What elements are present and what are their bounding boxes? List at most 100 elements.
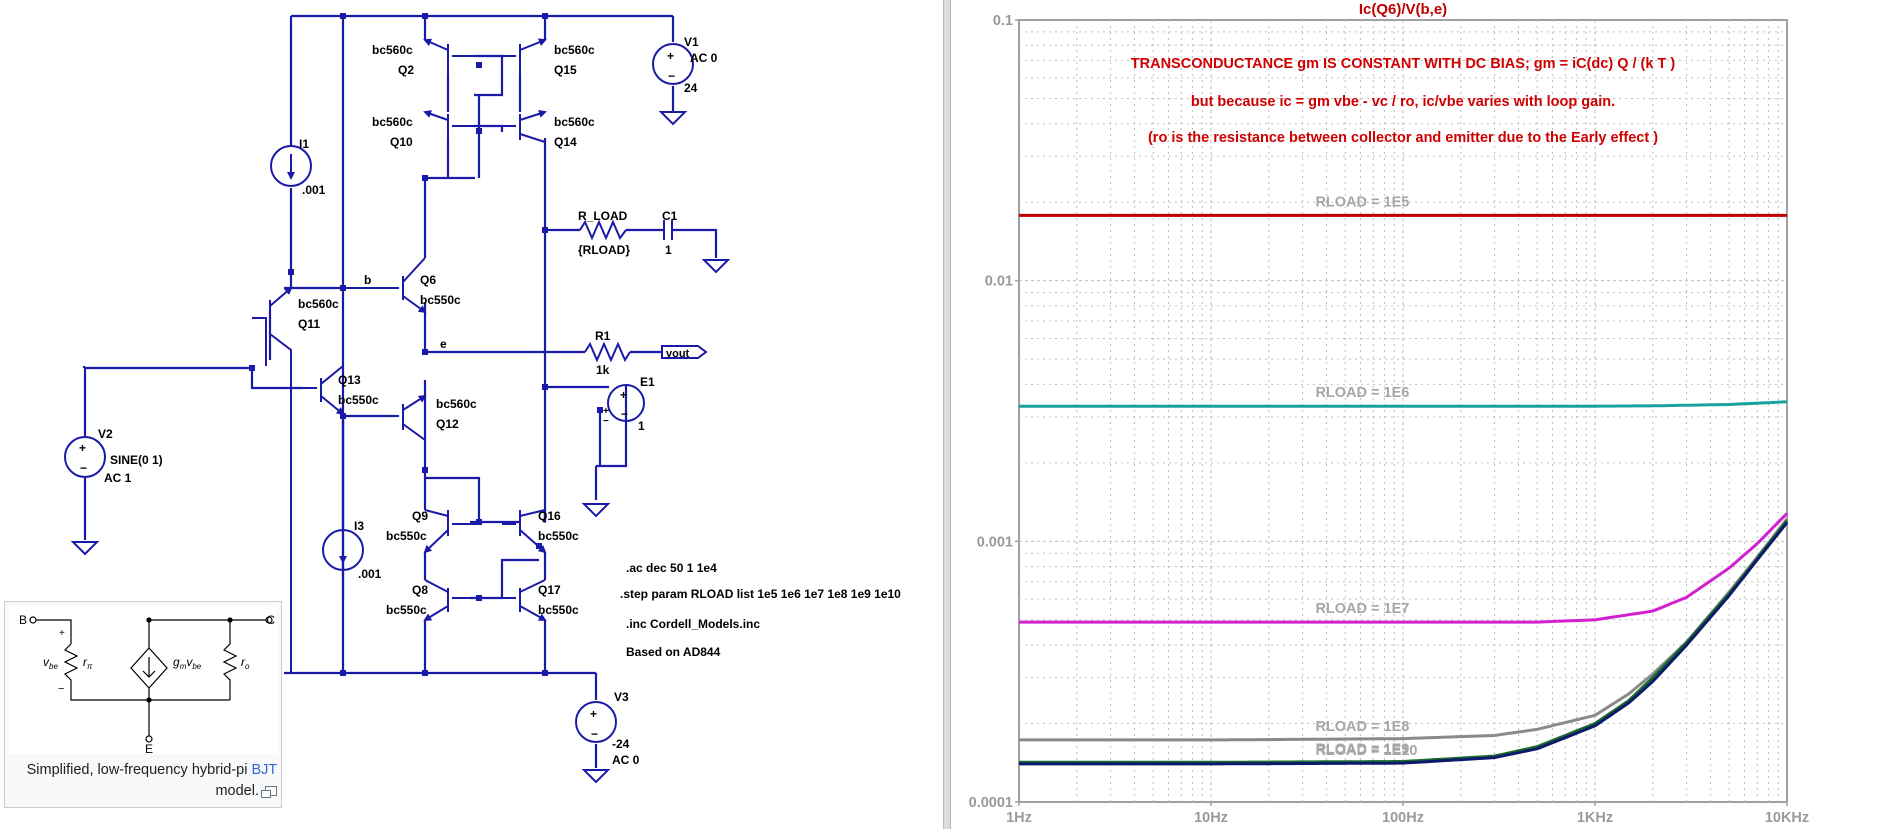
svg-text:−: −	[591, 727, 598, 741]
series-line-4	[1019, 517, 1789, 742]
y-tick-label: 0.1	[993, 13, 1013, 29]
c1-name: C1	[662, 209, 678, 223]
spice-directive-step: .step param RLOAD list 1e5 1e6 1e7 1e8 1…	[620, 587, 901, 601]
q6-name: Q6	[420, 273, 436, 287]
q11-name: Q11	[298, 317, 320, 331]
q2-model: bc560c	[372, 43, 413, 57]
y-tick-label: 0.01	[985, 274, 1013, 290]
q10-model: bc560c	[372, 115, 413, 129]
series-line-6	[1019, 521, 1789, 766]
spice-directive-inc: .inc Cordell_Models.inc	[626, 617, 760, 631]
hybrid-pi-svg: B C E + − vbe rπ gmvbe ro	[19, 613, 275, 756]
terminal-c: C	[266, 613, 275, 627]
transistor-q16	[502, 509, 547, 554]
current-source-i1	[270, 145, 312, 187]
q8-model: bc550c	[386, 603, 427, 617]
voltage-source-v2: + −	[64, 436, 106, 478]
q13-name: Q13	[338, 373, 361, 387]
net-b-label: b	[364, 273, 371, 287]
series-line-2	[1019, 400, 1788, 408]
component-labels: bc560c Q2 bc560c Q15 bc560c Q10 bc560c Q…	[98, 35, 901, 767]
v2-name: V2	[98, 427, 113, 441]
transistor-q6	[343, 257, 427, 314]
transistor-q11	[252, 286, 293, 673]
q14-model: bc560c	[554, 115, 595, 129]
hybrid-pi-figure: B C E + − vbe rπ gmvbe ro Simplified, lo…	[4, 601, 282, 808]
bjt-link[interactable]: BJT	[251, 762, 277, 778]
r1-name: R1	[595, 329, 611, 343]
svg-text:−: −	[668, 69, 675, 83]
v3-value: -24	[612, 737, 630, 751]
svg-text:+: +	[620, 388, 627, 402]
hybrid-pi-diagram: B C E + − vbe rπ gmvbe ro	[9, 606, 277, 756]
panel-divider[interactable]	[943, 0, 951, 829]
annotation-line-1: TRANSCONDUCTANCE gm IS CONSTANT WITH DC …	[1131, 56, 1676, 72]
series-label-2: RLOAD = 1E6	[1315, 385, 1409, 401]
v1-value2: 24	[684, 81, 698, 95]
svg-text:−: −	[58, 683, 64, 695]
schematic-panel: + − + − + − +	[4, 13, 902, 808]
q11-model: bc560c	[298, 297, 339, 311]
transistor-q10	[423, 110, 474, 140]
caption-text-end: model.	[215, 783, 259, 799]
transistor-q2	[423, 38, 474, 74]
capacitor-c1	[663, 220, 673, 240]
caption-text-start: Simplified, low-frequency hybrid-pi	[26, 762, 252, 778]
transistor-q9	[423, 509, 479, 554]
q2-name: Q2	[398, 63, 414, 77]
x-tick-label: 1KHz	[1577, 810, 1613, 826]
plot-title: Ic(Q6)/V(b,e)	[1359, 1, 1447, 18]
figure-caption: Simplified, low-frequency hybrid-pi BJT …	[9, 760, 277, 802]
terminal-b: B	[19, 613, 27, 627]
i1-value: .001	[302, 183, 326, 197]
ground-v2	[70, 541, 100, 556]
svg-text:−: −	[603, 416, 609, 427]
c1-value: 1	[665, 243, 672, 257]
series-line-5	[1019, 519, 1789, 764]
transistor-q12	[395, 394, 427, 441]
svg-text:ro: ro	[241, 655, 250, 671]
i3-name: I3	[354, 519, 364, 533]
x-tick-label: 1Hz	[1006, 810, 1032, 826]
enlarge-icon[interactable]	[261, 786, 277, 799]
x-tick-label: 10KHz	[1765, 810, 1809, 826]
v3-value2: AC 0	[612, 753, 640, 767]
net-e-label: e	[440, 337, 447, 351]
svg-text:+: +	[590, 707, 597, 721]
svg-text:vout: vout	[666, 348, 690, 360]
svg-text:−: −	[621, 407, 628, 421]
q16-name: Q16	[538, 509, 561, 523]
e1-value: 1	[638, 419, 645, 433]
resistor-r1	[584, 341, 631, 363]
transistor-q15	[502, 38, 547, 74]
x-tick-label: 100Hz	[1382, 810, 1424, 826]
q15-name: Q15	[554, 63, 577, 77]
svg-text:−: −	[80, 461, 87, 475]
q15-model: bc560c	[554, 43, 595, 57]
q10-name: Q10	[390, 135, 413, 149]
annotation-line-3: (ro is the resistance between collector …	[1148, 130, 1658, 146]
series-label-4: RLOAD = 1E8	[1315, 719, 1409, 735]
current-source-i3	[322, 529, 364, 571]
schematic-diagram: + − + − + − +	[64, 13, 901, 784]
q14-name: Q14	[554, 135, 577, 149]
q17-model: bc550c	[538, 603, 579, 617]
svg-text:+: +	[603, 406, 609, 417]
net-label-vout: vout	[661, 345, 708, 360]
svg-text:+: +	[59, 628, 65, 639]
svg-text:+: +	[667, 49, 674, 63]
transistor-q8	[423, 579, 470, 622]
ground-e1	[581, 503, 611, 518]
q17-name: Q17	[538, 583, 561, 597]
series-line-3	[1019, 512, 1789, 624]
q8-name: Q8	[412, 583, 428, 597]
voltage-source-v1: + −	[652, 43, 694, 85]
v3-name: V3	[614, 690, 629, 704]
transistor-q17	[502, 579, 547, 621]
annotation-line-2: but because ic = gm vbe - vc / ro, ic/vb…	[1191, 94, 1615, 110]
e1-name: E1	[640, 375, 655, 389]
